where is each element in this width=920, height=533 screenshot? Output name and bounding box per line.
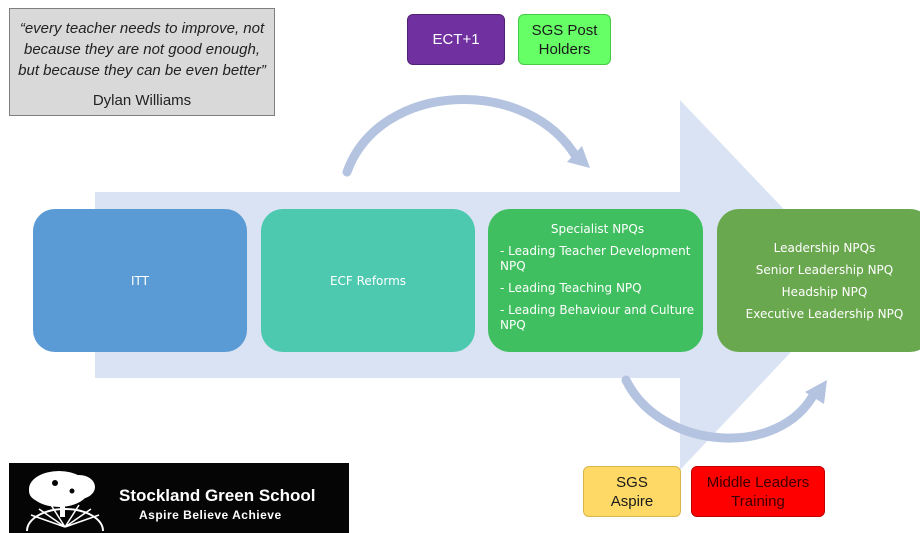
stage-itt: ITT bbox=[33, 209, 247, 352]
quote-box: “every teacher needs to improve, not bec… bbox=[9, 8, 275, 116]
stage-ecf-label: ECF Reforms bbox=[329, 273, 407, 288]
middle-leaders-training-tag: Middle Leaders Training bbox=[691, 466, 825, 517]
sgs-post-holders-tag: SGS Post Holders bbox=[518, 14, 611, 65]
quote-line: because they are not good enough, bbox=[23, 41, 261, 58]
leadership-line: Headship NPQ bbox=[781, 284, 868, 299]
stage-leadership-npqs: Leadership NPQs Senior Leadership NPQ He… bbox=[717, 209, 920, 352]
upper-arc-arrowhead bbox=[567, 146, 590, 168]
quote-text: “every teacher needs to improve, not bec… bbox=[14, 18, 270, 81]
specialist-item: - Leading Behaviour and Culture NPQ bbox=[500, 303, 695, 332]
school-name: Stockland Green School bbox=[119, 486, 316, 505]
quote-author: Dylan Williams bbox=[92, 92, 192, 109]
leadership-line: Leadership NPQs bbox=[773, 240, 876, 255]
sgs-aspire-tag: SGS Aspire bbox=[583, 466, 681, 517]
school-motto: Aspire Believe Achieve bbox=[139, 508, 282, 522]
stage-specialist-npqs: Specialist NPQs - Leading Teacher Develo… bbox=[488, 209, 703, 352]
specialist-item: - Leading Teaching NPQ bbox=[500, 281, 642, 295]
ect-plus-one-tag: ECT+1 bbox=[407, 14, 505, 65]
lower-arc-arrow bbox=[621, 375, 820, 443]
lower-arc-arrowhead bbox=[805, 380, 827, 404]
leadership-line: Senior Leadership NPQ bbox=[755, 262, 894, 277]
quote-line: “every teacher needs to improve, not bbox=[19, 20, 265, 37]
specialist-title: Specialist NPQs bbox=[550, 222, 645, 236]
stage-ecf-reforms: ECF Reforms bbox=[261, 209, 475, 352]
upper-arc-arrow bbox=[342, 94, 583, 177]
progression-arrow bbox=[95, 100, 855, 470]
specialist-item: - Leading Teacher Development NPQ bbox=[500, 244, 691, 273]
quote-line: but because they can be even better” bbox=[18, 62, 266, 79]
leadership-line: Executive Leadership NPQ bbox=[745, 306, 904, 321]
school-logo: Stockland Green School Aspire Believe Ac… bbox=[9, 463, 349, 533]
stage-itt-label: ITT bbox=[131, 273, 149, 288]
tree-sunrise-icon bbox=[26, 471, 104, 531]
